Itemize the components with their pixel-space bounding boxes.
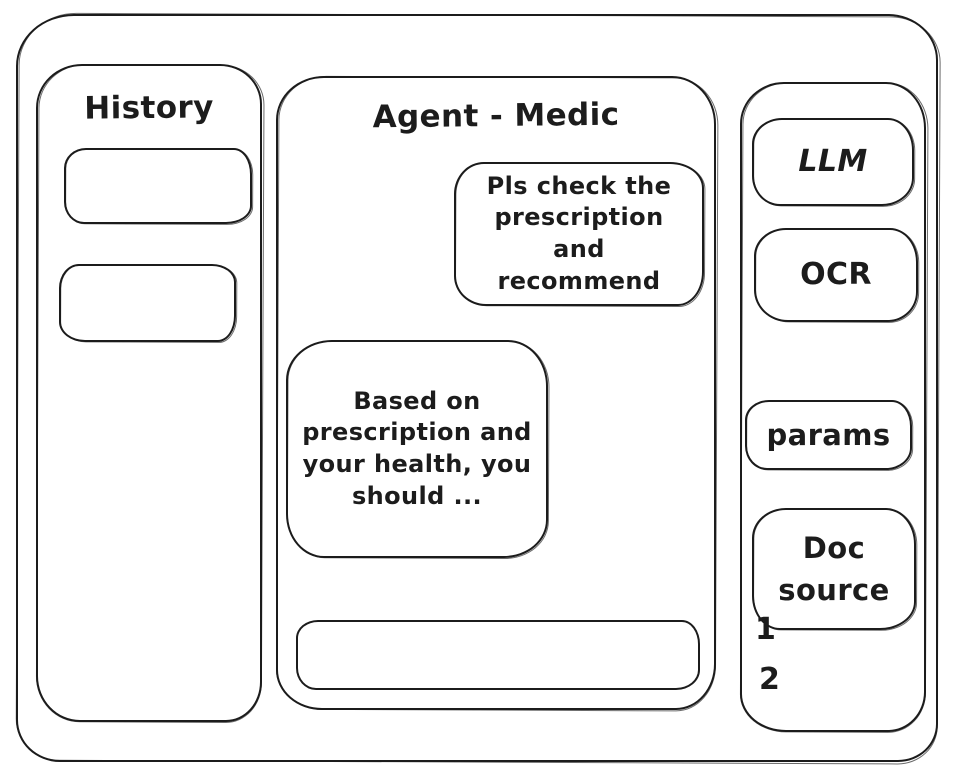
doc-source-note-1: 1 (755, 612, 777, 647)
history-item[interactable] (59, 264, 236, 342)
ocr-button[interactable]: OCR (754, 228, 918, 322)
tools-panel: LLM OCR params Doc source 1 2 (740, 82, 926, 732)
message-input[interactable] (296, 620, 700, 690)
doc-source-button[interactable]: Doc source (752, 508, 916, 630)
params-button[interactable]: params (745, 400, 912, 470)
llm-button[interactable]: LLM (752, 118, 914, 206)
chat-title: Agent - Medic (372, 96, 620, 136)
chat-panel: Agent - Medic Pls check the prescription… (276, 76, 716, 710)
user-message-bubble: Pls check the prescription and recommend (454, 162, 704, 306)
agent-message-bubble: Based on prescription and your health, y… (286, 340, 548, 558)
doc-source-note-2: 2 (759, 662, 781, 697)
history-title: History (84, 89, 214, 127)
history-item[interactable] (64, 148, 252, 224)
history-panel: History (36, 64, 262, 722)
